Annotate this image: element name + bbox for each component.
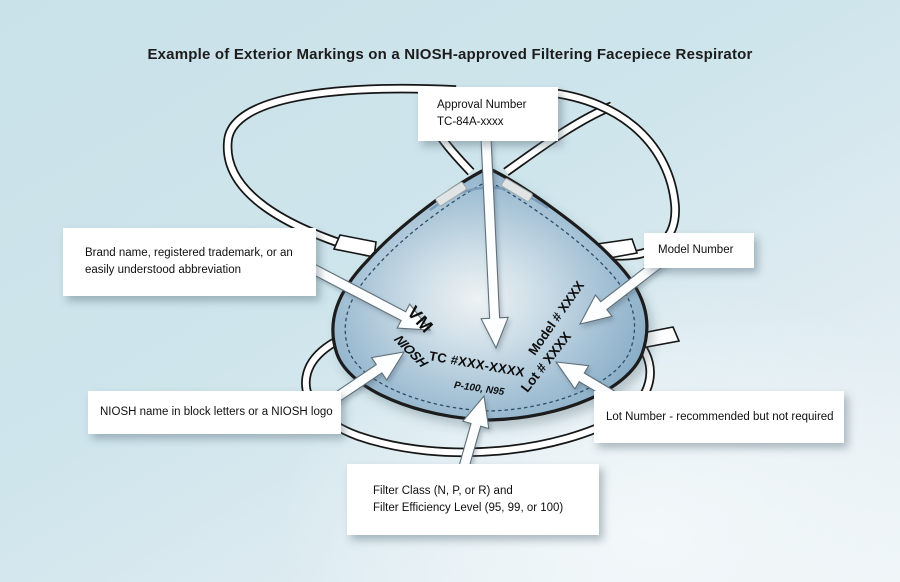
callout-filter-class-text: Filter Class (N, P, or R) and Filter Eff… [373, 484, 564, 514]
strap-tab-upper-left [332, 234, 377, 258]
page-title: Example of Exterior Markings on a NIOSH-… [147, 46, 753, 63]
brand-arrow [292, 254, 432, 331]
strap-upper-right-loop [544, 87, 680, 261]
callout-niosh-name: NIOSH name in block letters or a NIOSH l… [88, 391, 341, 434]
callout-brand-name-text: Brand name, registered trademark, or an … [85, 247, 293, 276]
nose-clip-right [501, 178, 533, 202]
callout-brand-name: Brand name, registered trademark, or an … [63, 228, 316, 296]
nose-clip-left [435, 181, 467, 207]
callout-approval-number-text: Approval Number TC-84A-xxxx [437, 99, 527, 128]
strap-upper-left-loop [222, 83, 457, 257]
callout-lot-number-text: Lot Number - recommended but not require… [606, 410, 834, 423]
callout-niosh-name-text: NIOSH name in block letters or a NIOSH l… [100, 406, 333, 419]
callout-approval-number: Approval Number TC-84A-xxxx [418, 87, 558, 141]
callout-filter-class: Filter Class (N, P, or R) and Filter Eff… [347, 464, 599, 535]
callout-lot-number: Lot Number - recommended but not require… [594, 391, 844, 443]
approval-arrow [480, 137, 509, 350]
callout-model-number-text: Model Number [658, 244, 734, 257]
callout-model-number: Model Number [644, 233, 754, 268]
model-arrow [578, 251, 672, 325]
